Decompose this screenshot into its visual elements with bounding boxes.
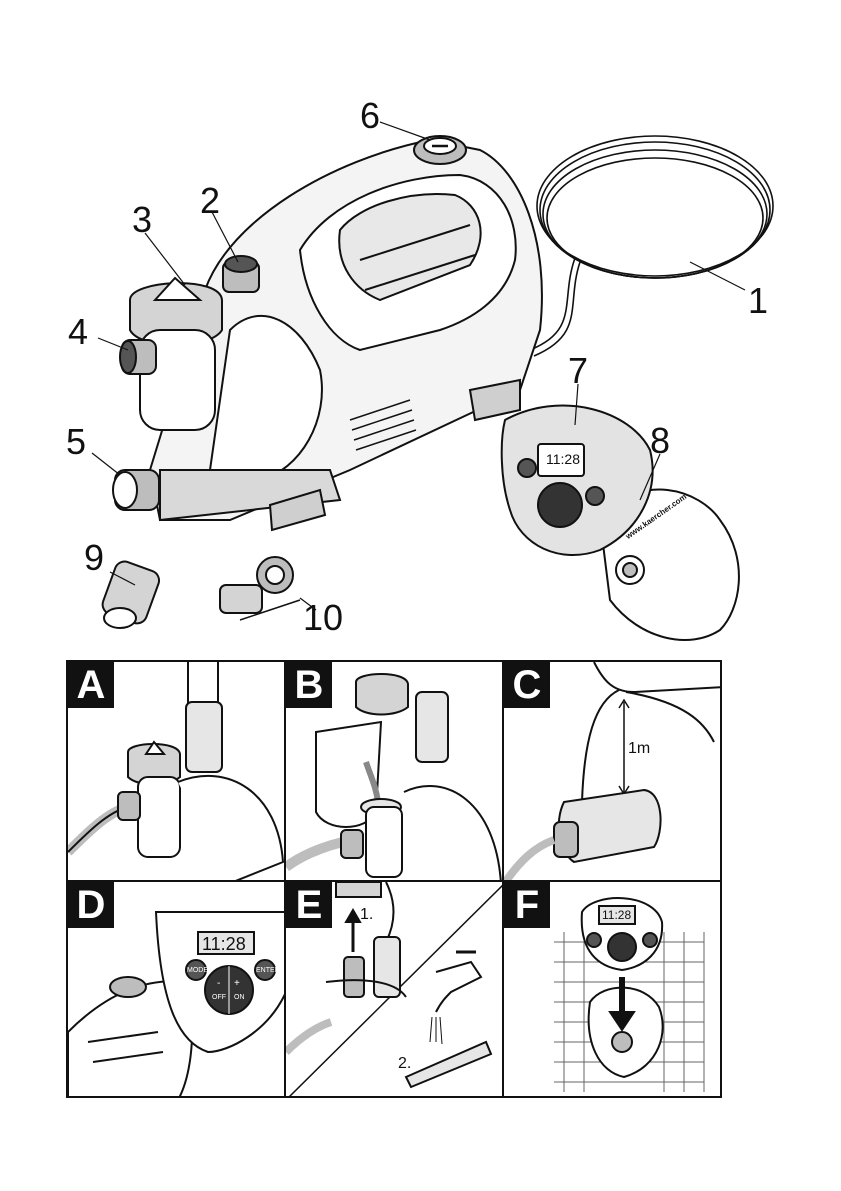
callout-2: 2	[200, 183, 220, 219]
panel-d-plus-label: +	[234, 978, 240, 989]
panel-f-display-time: 11:28	[602, 908, 631, 922]
panel-d-display-time: 11:28	[202, 934, 246, 955]
accessory-coupling	[100, 559, 162, 628]
accessory-adapters	[220, 557, 300, 620]
panel-d-minus-label: -	[217, 978, 220, 989]
panel-e-step2: 2.	[398, 1055, 411, 1073]
cable-coil	[530, 136, 773, 356]
callout-10: 10	[303, 600, 343, 636]
panel-b-letter: B	[286, 662, 332, 708]
panel-a: A	[66, 660, 286, 882]
panel-f: F 11:28	[502, 880, 722, 1098]
callout-4: 4	[68, 314, 88, 350]
side-outlet-connector	[120, 340, 156, 374]
panel-d-on-label: ON	[234, 994, 245, 1001]
panel-d-off-label: OFF	[212, 994, 226, 1001]
panel-d-letter: D	[68, 882, 114, 928]
panel-d: D 11:28 MODE ENTER - + OFF ON	[66, 880, 286, 1098]
main-product-figure: 6 2 3 4 5 1 7 8 9 10 11:28 www.kaercher.…	[0, 0, 841, 660]
panel-d-mode-label: MODE	[187, 967, 208, 974]
remote-control	[502, 406, 739, 640]
outlet-connector	[223, 256, 259, 292]
callout-6: 6	[360, 98, 380, 134]
callout-1: 1	[748, 283, 768, 319]
panel-a-letter: A	[68, 662, 114, 708]
panel-c-height-label: 1m	[628, 740, 650, 758]
callout-7: 7	[568, 353, 588, 389]
panel-b: B	[284, 660, 504, 882]
panel-f-letter: F	[504, 882, 550, 928]
callout-5: 5	[66, 424, 86, 460]
remote-display-time: 11:28	[546, 451, 580, 467]
callout-8: 8	[650, 423, 670, 459]
suction-inlet	[113, 470, 159, 510]
panel-e-step1: 1.	[360, 906, 373, 924]
panel-c-letter: C	[504, 662, 550, 708]
instruction-panels: A B	[66, 660, 722, 1098]
pump-illustration	[0, 0, 841, 660]
callout-9: 9	[84, 540, 104, 576]
panel-e: E 1. 2.	[284, 880, 504, 1098]
pressure-switch-knob	[414, 136, 466, 164]
panel-d-enter-label: ENTER	[256, 967, 280, 974]
callout-3: 3	[132, 202, 152, 238]
panel-e-letter: E	[286, 882, 332, 928]
panel-c: C 1m	[502, 660, 722, 882]
